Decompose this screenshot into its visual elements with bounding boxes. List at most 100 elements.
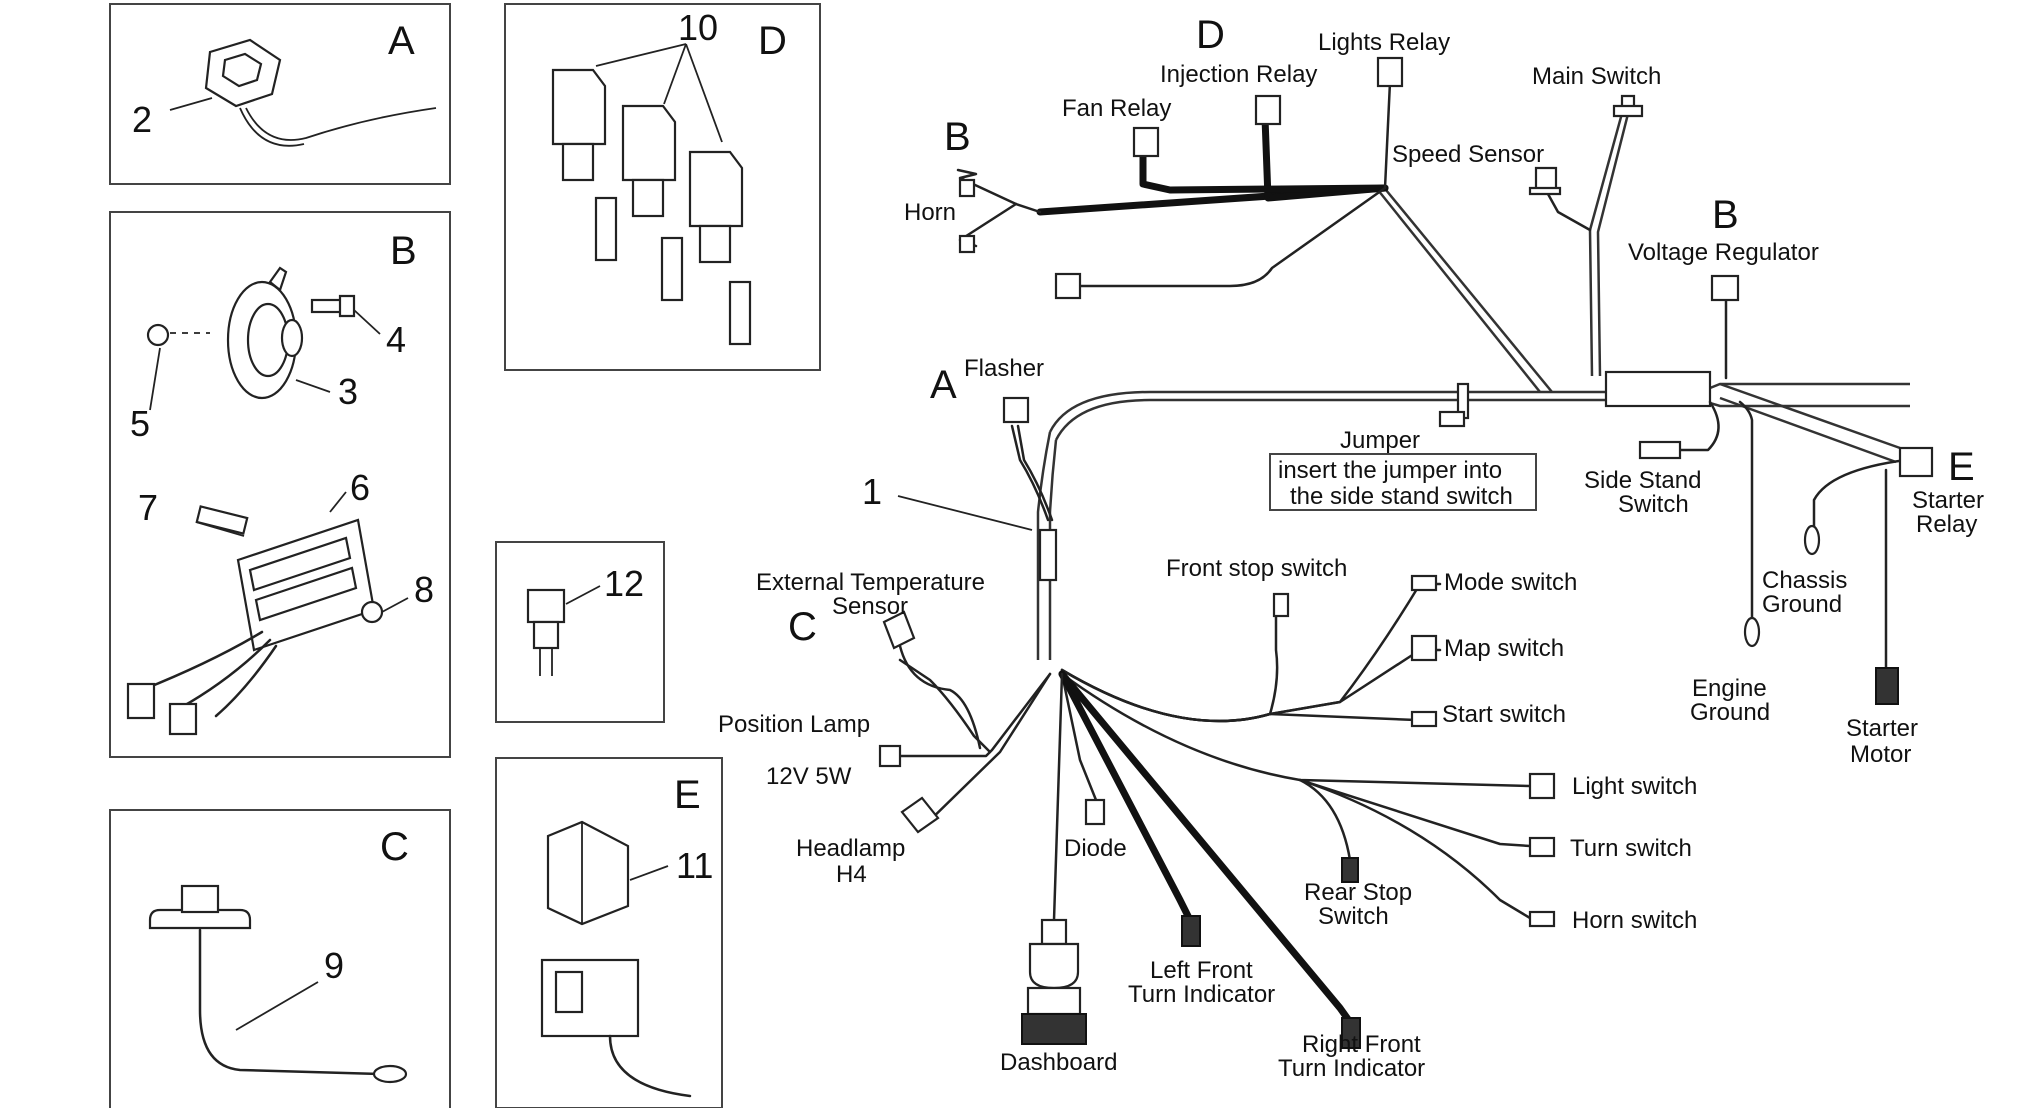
panel-d-letter: D — [758, 19, 787, 63]
callout-e: E — [1948, 445, 1975, 489]
panel-b-number-5: 5 — [130, 403, 150, 444]
callout-d: D — [1196, 13, 1225, 57]
dashboard-connector-base — [1021, 1013, 1087, 1045]
callout-a: A — [930, 363, 957, 407]
label-ext-temp-2: Sensor — [832, 593, 908, 620]
dashboard-plug — [1040, 918, 1068, 946]
front-stop-connector — [1272, 592, 1290, 618]
label-turn-switch: Turn switch — [1570, 835, 1692, 862]
label-starter-relay-2: Relay — [1916, 511, 1977, 538]
label-position-lamp-rating: 12V 5W — [766, 763, 852, 790]
position-lamp-part — [878, 744, 902, 768]
harness-labels: D B B A C E 1 Horn Fan Relay Injection R… — [718, 13, 1984, 1082]
map-switch-connector — [1410, 634, 1438, 662]
label-flasher: Flasher — [964, 355, 1044, 382]
panel-b-number-3: 3 — [338, 371, 358, 412]
ground-cable-part — [148, 884, 408, 1084]
label-light-switch: Light switch — [1572, 773, 1697, 800]
panel-e-number-11: 11 — [676, 845, 713, 886]
label-headlamp-2: H4 — [836, 861, 867, 888]
label-dashboard: Dashboard — [1000, 1049, 1117, 1076]
speed-sensor-connector — [1528, 166, 1562, 196]
dashboard-connector — [1026, 986, 1082, 1016]
label-chassis-ground-1: Chassis — [1762, 567, 1847, 594]
panel-a: A 2 — [109, 3, 451, 185]
label-ext-temp-1: External Temperature — [756, 569, 985, 596]
panel-b-letter: B — [390, 229, 417, 273]
horn-connector-2 — [958, 234, 976, 254]
panel-c-number-9: 9 — [324, 945, 344, 986]
left-turn-connector — [1181, 915, 1201, 947]
label-right-front-1: Right Front — [1302, 1031, 1421, 1058]
harness-number-1: 1 — [862, 471, 882, 512]
harness-number-leader — [897, 495, 1033, 531]
label-mode-switch: Mode switch — [1444, 569, 1577, 596]
label-position-lamp: Position Lamp — [718, 711, 870, 738]
starter-relay-connector — [1898, 446, 1934, 478]
label-jumper: Jumper — [1340, 427, 1420, 454]
panel-c-letter: C — [380, 825, 409, 869]
label-rear-stop-2: Switch — [1318, 903, 1389, 930]
label-diode: Diode — [1064, 835, 1127, 862]
label-horn-switch: Horn switch — [1572, 907, 1697, 934]
panel-d-number-10: 10 — [678, 7, 718, 48]
turn-switch-connector — [1528, 836, 1556, 858]
injection-relay-connector — [1254, 94, 1282, 126]
harness-junction-block — [1604, 370, 1712, 408]
panel-b-number-7: 7 — [138, 487, 158, 528]
label-horn: Horn — [904, 199, 956, 226]
right-turn-connector — [1341, 1017, 1361, 1049]
panel-a-number-2: 2 — [132, 99, 152, 140]
light-switch-connector — [1528, 772, 1556, 800]
panel-b: B 3 4 5 6 7 8 — [109, 211, 451, 758]
harness-components — [878, 56, 1934, 1049]
panel-e: E 11 — [495, 757, 723, 1108]
panel-twelve-number-12: 12 — [604, 563, 644, 604]
label-jumper-note-1: insert the jumper into — [1278, 457, 1502, 484]
panel-d-frame — [504, 3, 821, 371]
starter-motor-terminal — [1875, 667, 1899, 705]
starter-relay-part — [540, 820, 692, 1098]
panel-twelve: 12 — [495, 541, 665, 723]
label-chassis-ground-2: Ground — [1762, 591, 1842, 618]
panel-twelve-frame — [495, 541, 665, 723]
label-jumper-note-2: the side stand switch — [1290, 483, 1513, 510]
voltage-regulator-part — [126, 491, 409, 736]
fan-relay-connector — [1132, 126, 1160, 158]
label-front-stop: Front stop switch — [1166, 555, 1347, 582]
voltage-regulator-connector — [1710, 274, 1740, 302]
panel-b-number-6: 6 — [350, 467, 370, 508]
label-speed-sensor: Speed Sensor — [1392, 141, 1544, 168]
relay-parts — [551, 43, 752, 346]
jumper-plug — [1438, 410, 1466, 428]
label-lights-relay: Lights Relay — [1318, 29, 1450, 56]
horn-connector-1 — [958, 178, 976, 198]
label-engine-ground-1: Engine — [1692, 675, 1767, 702]
label-headlamp-1: Headlamp — [796, 835, 905, 862]
label-starter-motor-1: Starter — [1846, 715, 1918, 742]
panel-e-frame — [495, 757, 723, 1108]
ext-temp-sensor-part — [882, 610, 916, 650]
label-side-stand-1: Side Stand — [1584, 467, 1701, 494]
panel-b-number-4: 4 — [386, 319, 406, 360]
lights-relay-connector — [1376, 56, 1404, 88]
side-connector — [1054, 272, 1082, 300]
jumper-part — [526, 585, 601, 676]
label-main-switch: Main Switch — [1532, 63, 1661, 90]
label-rear-stop-1: Rear Stop — [1304, 879, 1412, 906]
side-stand-connector — [1638, 440, 1682, 460]
panel-e-letter: E — [674, 773, 701, 817]
label-side-stand-2: Switch — [1618, 491, 1689, 518]
label-right-front-2: Turn Indicator — [1278, 1055, 1425, 1082]
label-voltage-regulator: Voltage Regulator — [1628, 239, 1819, 266]
label-engine-ground-2: Ground — [1690, 699, 1770, 726]
callout-b-regulator: B — [1712, 193, 1739, 237]
main-harness — [898, 62, 1910, 1026]
main-switch-connector — [1612, 94, 1644, 118]
panel-a-letter: A — [388, 19, 415, 63]
harness-sleeve — [1038, 528, 1058, 582]
chassis-ground-terminal — [1803, 524, 1821, 556]
panel-b-number-8: 8 — [414, 569, 434, 610]
label-start-switch: Start switch — [1442, 701, 1566, 728]
